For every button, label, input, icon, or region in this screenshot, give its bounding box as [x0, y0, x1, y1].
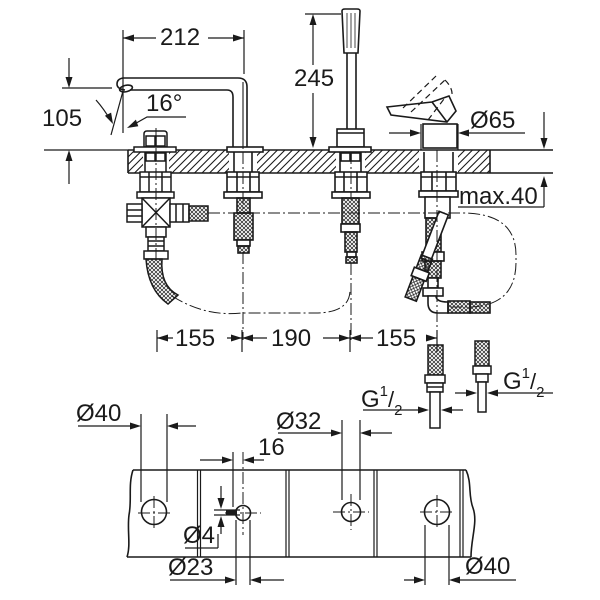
- dim-deck-thickness-max: max.40: [459, 183, 538, 210]
- thread-denominator: 2: [394, 401, 403, 419]
- dim-pin-hole-diameter: Ø4: [183, 522, 216, 549]
- dim-spout-height: 105: [42, 105, 83, 132]
- thread-denominator: 2: [536, 383, 545, 401]
- dim-hole3-diameter: Ø32: [276, 408, 322, 435]
- dim-hole1-diameter: Ø40: [76, 400, 122, 427]
- dimension-arrows: [65, 14, 548, 584]
- thread-base: G: [361, 386, 380, 413]
- thread-numerator: 1: [521, 365, 531, 382]
- hose-end-left: [424, 344, 446, 429]
- dim-spacing-center: 190: [271, 325, 312, 352]
- thread-base: G: [503, 368, 522, 395]
- drilling-plan: [126, 469, 476, 558]
- dim-pin-offset: 16: [258, 434, 285, 461]
- hand-shower: [328, 8, 372, 264]
- thread-slash: /: [388, 387, 395, 412]
- dim-spacing-left: 155: [175, 325, 216, 352]
- dim-spout-angle: 16°: [146, 90, 183, 117]
- hose-end-right: [472, 340, 492, 413]
- dim-hole2-diameter: Ø23: [168, 554, 214, 581]
- dim-thread-left: G1/2: [361, 383, 403, 419]
- dim-spout-reach: 212: [160, 24, 201, 51]
- thread-numerator: 1: [379, 383, 389, 400]
- dim-thread-right: G1/2: [503, 365, 545, 401]
- centerlines: [138, 92, 517, 535]
- dim-spacing-right: 155: [376, 325, 417, 352]
- dim-lever-diameter: Ø65: [470, 107, 516, 134]
- thread-slash: /: [530, 369, 537, 394]
- dim-hole4-diameter: Ø40: [465, 553, 511, 580]
- dim-handshower-height: 245: [294, 65, 335, 92]
- dimension-lines: [44, 13, 553, 585]
- lever-mixer: [385, 75, 491, 314]
